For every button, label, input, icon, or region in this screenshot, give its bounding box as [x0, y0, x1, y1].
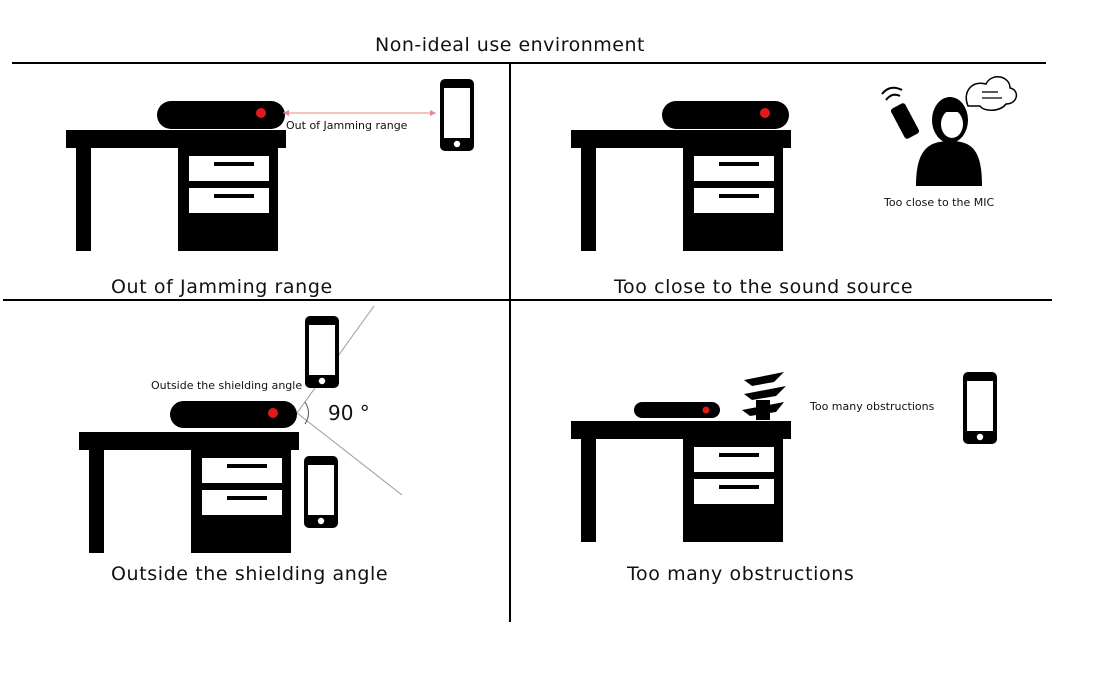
panel-caption-obstructions: Too many obstructions: [627, 563, 855, 585]
indicator-light: [760, 108, 770, 118]
jammer-device: [157, 101, 285, 129]
obstruction-icon: [742, 372, 786, 420]
phone-icon: [963, 372, 997, 444]
indicator-light: [268, 408, 278, 418]
diagram-title: Non-ideal use environment: [375, 34, 645, 56]
person-on-phone-icon: [881, 76, 1018, 186]
jammer-device: [662, 101, 789, 129]
angle-note: Outside the shielding angle: [151, 379, 303, 392]
indicator-light: [702, 406, 710, 414]
indicator-light: [256, 108, 266, 118]
desk-illustration: [571, 421, 791, 542]
jammer-device: [170, 401, 297, 428]
panel-caption-shielding-angle: Outside the shielding angle: [111, 563, 389, 585]
obstructions-note: Too many obstructions: [810, 400, 935, 413]
panel-out-of-range: [66, 79, 474, 251]
desk-illustration: [79, 432, 299, 553]
jammer-device: [634, 402, 720, 418]
angle-arc: [304, 401, 309, 425]
panel-obstructions: [571, 372, 997, 542]
range-note: Out of Jamming range: [286, 119, 408, 132]
panel-too-close: [571, 76, 1018, 251]
angle-boundary-lower: [296, 412, 403, 496]
angle-value: 90 °: [328, 401, 370, 425]
panel-shielding-angle: [79, 305, 403, 553]
panel-caption-too-close: Too close to the sound source: [614, 276, 914, 298]
phone-icon-upper: [305, 316, 339, 388]
phone-icon-lower: [304, 456, 338, 528]
panel-caption-out-of-range: Out of Jamming range: [111, 276, 333, 298]
desk-illustration: [66, 130, 286, 251]
mic-note: Too close to the MIC: [884, 196, 995, 209]
phone-icon: [440, 79, 474, 151]
desk-illustration: [571, 130, 791, 251]
